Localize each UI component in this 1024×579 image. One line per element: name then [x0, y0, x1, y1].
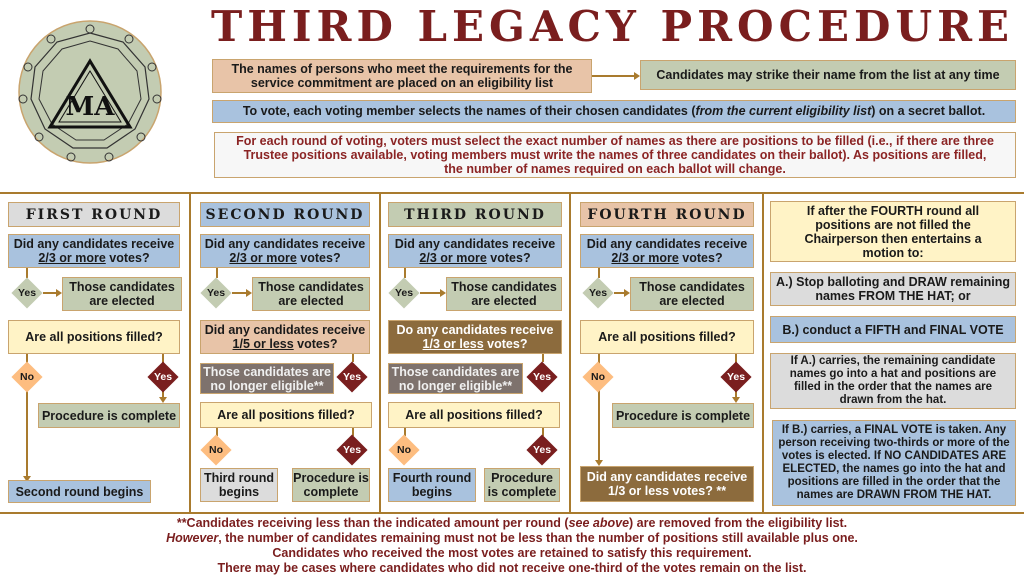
next-round-box: Second round begins	[8, 480, 151, 503]
yes-diamond: Yes	[336, 434, 368, 466]
yes-diamond: Yes	[720, 361, 752, 393]
round-header-first: FIRST ROUND	[8, 202, 180, 227]
if-b-box: If B.) carries, a FINAL VOTE is taken. A…	[772, 420, 1016, 506]
elected-box: Those candidates are elected	[446, 277, 562, 311]
round-header-third: THIRD ROUND	[388, 202, 562, 227]
rule-text: For each round of voting, voters must se…	[236, 134, 994, 176]
yes-diamond: Yes	[336, 361, 368, 393]
ineligible-box: Those candidates are no longer eligible*…	[388, 363, 523, 394]
if-a-box: If A.) carries, the remaining candidate …	[770, 353, 1016, 409]
complete-box: Procedure is complete	[612, 403, 754, 428]
eligibility-text: The names of persons who meet the requir…	[231, 62, 573, 90]
q-text-end: votes?	[105, 251, 150, 265]
strike-box: Candidates may strike their name from th…	[640, 60, 1016, 90]
after-fourth-intro: If after the FOURTH round all positions …	[770, 201, 1016, 262]
vote-text: To vote, each voting member selects the …	[242, 104, 696, 118]
vote-box: To vote, each voting member selects the …	[212, 100, 1016, 123]
no-diamond: No	[388, 434, 420, 466]
yes-diamond: Yes	[11, 277, 43, 309]
yes-diamond: Yes	[526, 361, 558, 393]
complete-text: Procedure is complete	[41, 408, 177, 423]
yes-diamond: Yes	[388, 277, 420, 309]
complete-box: Procedure is complete	[292, 468, 370, 502]
round-header-second: SECOND ROUND	[200, 202, 370, 227]
elected-box: Those candidates are elected	[630, 277, 754, 311]
footer-line: There may be cases where candidates who …	[217, 561, 807, 575]
elected-box: Those candidates are elected	[62, 277, 182, 311]
round-header-fourth: FOURTH ROUND	[580, 202, 754, 227]
rounds-panel	[0, 192, 1024, 514]
footer-line: Candidates who received the most votes a…	[272, 546, 752, 560]
no-diamond: No	[200, 434, 232, 466]
yes-diamond: Yes	[147, 361, 179, 393]
yes-diamond: Yes	[526, 434, 558, 466]
complete-box: Procedure is complete	[484, 468, 560, 502]
rule-box: For each round of voting, voters must se…	[214, 132, 1016, 178]
vote-emph: from the current eligibility list	[695, 104, 872, 118]
final-question-box: Did any candidates receive 1/3 or less v…	[580, 466, 754, 502]
yes-diamond: Yes	[200, 277, 232, 309]
filled-question: Are all positions filled?	[8, 320, 180, 354]
q-threshold: 2/3 or more	[38, 251, 106, 265]
yes-diamond: Yes	[582, 277, 614, 309]
no-diamond: No	[582, 361, 614, 393]
option-b-box: B.) conduct a FIFTH and FINAL VOTE	[770, 316, 1016, 343]
no-diamond: No	[11, 361, 43, 393]
next-round-box: Third round begins	[200, 468, 278, 502]
footer-line: **Candidates receiving less than the ind…	[176, 516, 848, 530]
vote-text-end: ) on a secret ballot.	[871, 104, 986, 118]
strike-text: Candidates may strike their name from th…	[656, 68, 1000, 82]
next-text: Second round begins	[15, 484, 144, 499]
filled-question: Are all positions filled?	[200, 402, 372, 428]
elected-box: Those candidates are elected	[252, 277, 370, 311]
q-text: Did any candidates receive	[13, 237, 175, 251]
page-title: THIRD LEGACY PROCEDURE	[210, 2, 1015, 51]
svg-text:MA: MA	[66, 92, 116, 122]
eligibility-box: The names of persons who meet the requir…	[212, 59, 592, 93]
elected-text: Those candidates are elected	[69, 280, 175, 308]
filled-question: Are all positions filled?	[388, 402, 560, 428]
logo: MA	[18, 20, 162, 164]
filled-text: Are all positions filled?	[25, 330, 163, 344]
footer-line: However, the number of candidates remain…	[166, 531, 858, 545]
filled-question: Are all positions filled?	[580, 320, 754, 354]
option-a-box: A.) Stop balloting and DRAW remaining na…	[770, 272, 1016, 306]
ineligible-box: Those candidates are no longer eligible*…	[200, 363, 334, 394]
complete-box: Procedure is complete	[38, 403, 180, 428]
footer-notes: **Candidates receiving less than the ind…	[0, 516, 1024, 576]
next-round-box: Fourth round begins	[388, 468, 476, 502]
